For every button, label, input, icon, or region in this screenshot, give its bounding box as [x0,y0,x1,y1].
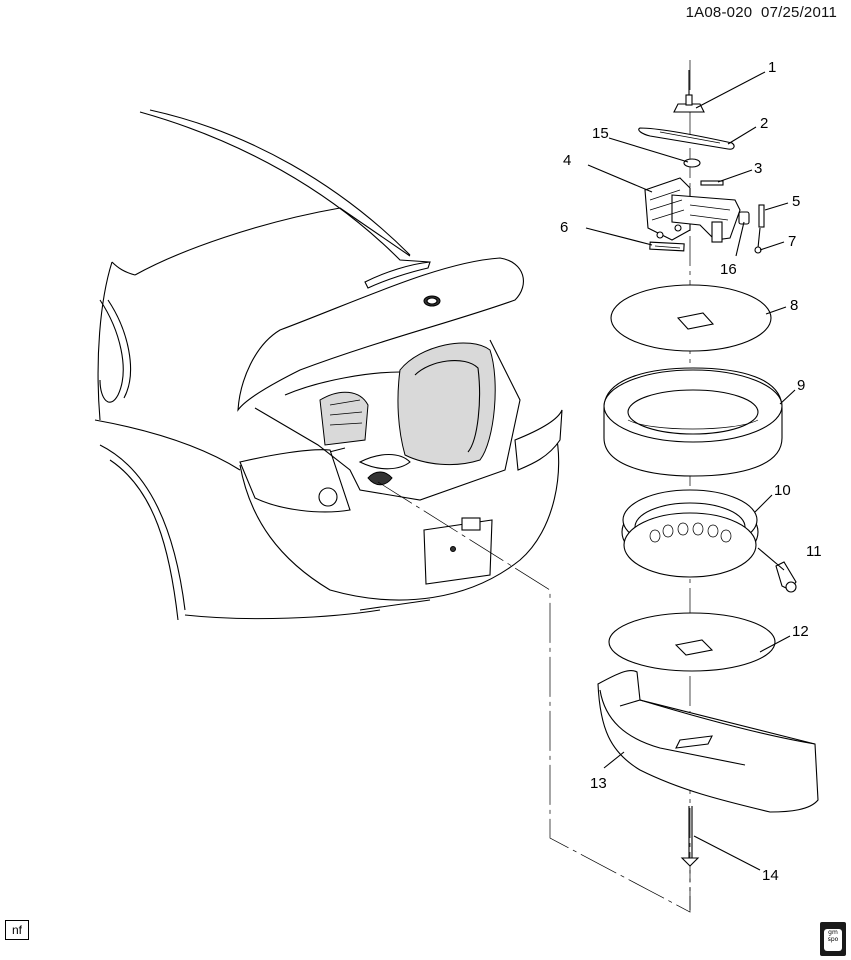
callout-5: 5 [792,193,800,210]
part-15-clip [683,158,701,168]
callout-6: 6 [560,219,568,236]
callout-12: 12 [792,623,809,640]
callout-13: 13 [590,775,607,792]
part-4-jack [644,177,741,243]
callout-15: 15 [592,125,609,142]
callout-11: 11 [806,543,822,560]
callout-16: 16 [720,261,737,278]
callout-9: 9 [797,377,805,394]
callout-3: 3 [754,160,762,177]
part-13-tray [597,669,819,813]
gm-spo-logo: gm spo [820,922,846,956]
note-box: nf [5,920,29,940]
logo-text: gm spo [824,929,842,951]
drawing-number: 1A08-020 [685,4,753,21]
drawing-date: 07/25/2011 [761,4,837,21]
callout-4: 4 [563,152,571,169]
part-3-pin [700,180,724,186]
callout-14: 14 [762,867,779,884]
part-7-bolt [754,227,762,254]
callout-7: 7 [788,233,796,250]
callout-labels: 1 2 3 4 5 6 7 8 9 10 11 12 13 14 15 16 [560,59,822,884]
callout-2: 2 [760,115,768,132]
callout-10: 10 [774,482,791,499]
drawing-code: 1A08-020 07/25/2011 [686,4,837,21]
part-9-tire [603,367,783,477]
part-12-cover [608,612,776,672]
callout-1: 1 [768,59,776,76]
callout-8: 8 [790,297,798,314]
part-2-jack-handle [638,127,735,150]
part-6-label [649,241,685,252]
part-14-hook [680,806,700,867]
part-5-rod [758,204,765,228]
part-11-valve-stem [775,561,797,593]
part-1-wing-nut [673,70,705,113]
part-8-cover [610,284,772,352]
callout-leaders [585,71,796,871]
vehicle-illustration [94,109,563,621]
part-10-wheel [621,489,759,578]
